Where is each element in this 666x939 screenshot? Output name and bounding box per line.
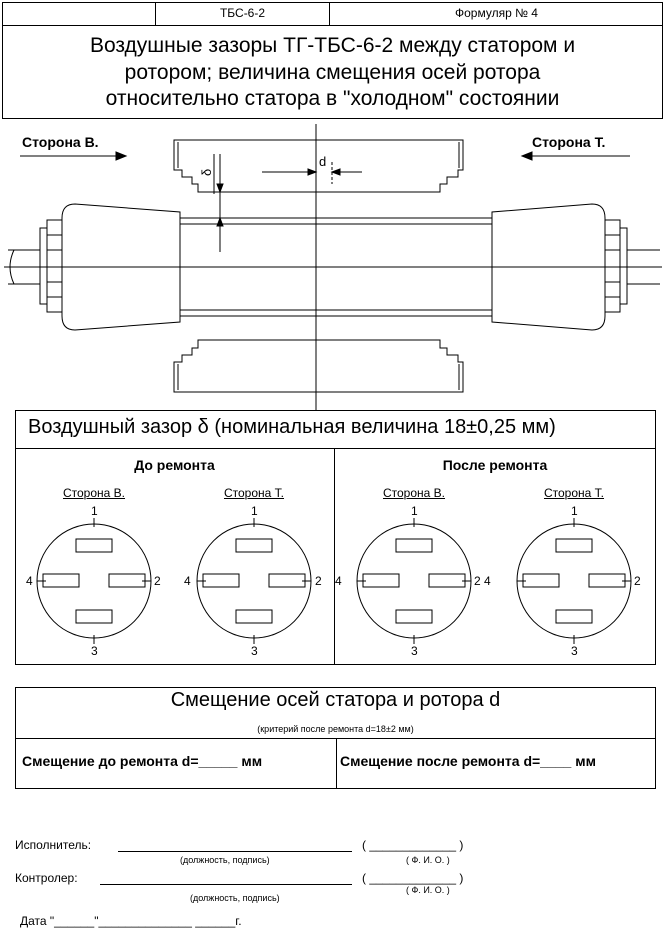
gap-field-bottom	[235, 609, 273, 624]
gauge-before-side-t: 1 3 4 2	[184, 503, 322, 659]
gauge-after-side-t: 1 3 4 2	[484, 503, 641, 659]
point-4: 4	[184, 574, 191, 588]
gauge-before-side-b: 1 3 4 2	[26, 503, 161, 659]
point-4: 4	[26, 574, 33, 588]
controller-fio-hint: ( Ф. И. О. )	[406, 885, 450, 895]
air-gap-title-symbol: δ	[197, 416, 209, 438]
gap-field-right	[108, 573, 146, 588]
controller-label: Контролер:	[15, 871, 78, 885]
air-gap-title-divider	[15, 448, 656, 449]
offset-column-divider	[336, 738, 337, 789]
executor-hint: (должность, подпись)	[180, 855, 270, 865]
title-line-2: ротором; величина смещения осей ротора	[124, 61, 541, 84]
gap-field-right	[428, 573, 466, 588]
gap-field-right	[588, 573, 626, 588]
point-2: 2	[634, 574, 641, 588]
point-1: 1	[411, 504, 418, 518]
gap-field-bottom	[75, 609, 113, 624]
end-bell-left	[61, 203, 181, 331]
gap-field-bottom	[555, 609, 593, 624]
point-1: 1	[571, 504, 578, 518]
gap-field-top	[555, 538, 593, 553]
delta-symbol: δ	[199, 169, 214, 176]
point-2: 2	[474, 574, 481, 588]
gap-field-left	[522, 573, 560, 588]
after-repair-heading: После ремонта	[442, 457, 548, 473]
gap-field-right	[268, 573, 306, 588]
gap-field-top	[395, 538, 433, 553]
gap-field-left	[362, 573, 400, 588]
title-line-3: относительно статора в "холодном" состоя…	[105, 87, 560, 110]
controller-fio-field[interactable]: ( _____________ )	[362, 871, 464, 885]
executor-label: Исполнитель:	[15, 838, 92, 852]
offset-before-field[interactable]: Смещение до ремонта d=_____ мм	[22, 753, 263, 769]
offset-title: Смещение осей статора и ротора d	[170, 689, 501, 711]
executor-signature-line[interactable]	[118, 851, 352, 852]
air-gap-title: Воздушный зазор δ (номинальная величина …	[28, 416, 556, 439]
point-3: 3	[411, 644, 418, 658]
executor-fio-hint: ( Ф. И. О. )	[406, 855, 450, 865]
title-box	[2, 25, 663, 119]
point-3: 3	[571, 644, 578, 658]
point-4: 4	[335, 574, 342, 588]
gap-field-left	[202, 573, 240, 588]
gap-field-top	[75, 538, 113, 553]
stator-lower	[173, 339, 464, 393]
gauge-after-side-b: 1 3 4 2	[335, 503, 481, 659]
header-divider-2	[329, 2, 330, 26]
drawing-side-b-label: Сторона В.	[22, 134, 99, 150]
header-form: Формуляр № 4	[455, 6, 538, 20]
point-1: 1	[91, 504, 98, 518]
header-model: ТБС-6-2	[219, 6, 266, 20]
executor-fio-field[interactable]: ( _____________ )	[362, 838, 464, 852]
drawing-side-t-label: Сторона Т.	[532, 134, 606, 150]
offset-criterion: (критерий после ремонта d=18±2 мм)	[257, 724, 414, 734]
gap-field-left	[42, 573, 80, 588]
after-side-b-label: Сторона В.	[382, 486, 446, 500]
point-3: 3	[91, 644, 98, 658]
d-symbol: d	[319, 154, 326, 169]
stator-upper	[173, 139, 464, 193]
controller-signature-line[interactable]	[100, 884, 352, 885]
offset-after-field[interactable]: Смещение после ремонта d=____ мм	[340, 753, 596, 769]
air-gap-section	[15, 410, 656, 665]
gap-field-bottom	[395, 609, 433, 624]
header-divider-1	[155, 2, 156, 26]
machine-drawing: δ d	[4, 124, 662, 410]
gap-field-top	[235, 538, 273, 553]
end-bell-right	[491, 203, 606, 331]
before-side-t-label: Сторона Т.	[223, 486, 285, 500]
air-gap-column-divider	[334, 448, 335, 665]
point-3: 3	[251, 644, 258, 658]
point-1: 1	[251, 504, 258, 518]
controller-hint: (должность, подпись)	[190, 893, 280, 903]
after-side-t-label: Сторона Т.	[543, 486, 605, 500]
title-line-1: Воздушные зазоры ТГ-ТБС-6-2 между статор…	[89, 34, 576, 57]
before-side-b-label: Сторона В.	[62, 486, 126, 500]
point-2: 2	[154, 574, 161, 588]
air-gap-title-prefix: Воздушный зазор	[28, 416, 193, 438]
offset-title-divider	[15, 738, 656, 739]
point-2: 2	[315, 574, 322, 588]
point-4: 4	[484, 574, 491, 588]
air-gap-title-suffix: (номинальная величина 18±0,25 мм)	[214, 416, 556, 438]
before-repair-heading: До ремонта	[134, 457, 215, 473]
date-field[interactable]: Дата "______"______________ ______г.	[20, 914, 242, 928]
